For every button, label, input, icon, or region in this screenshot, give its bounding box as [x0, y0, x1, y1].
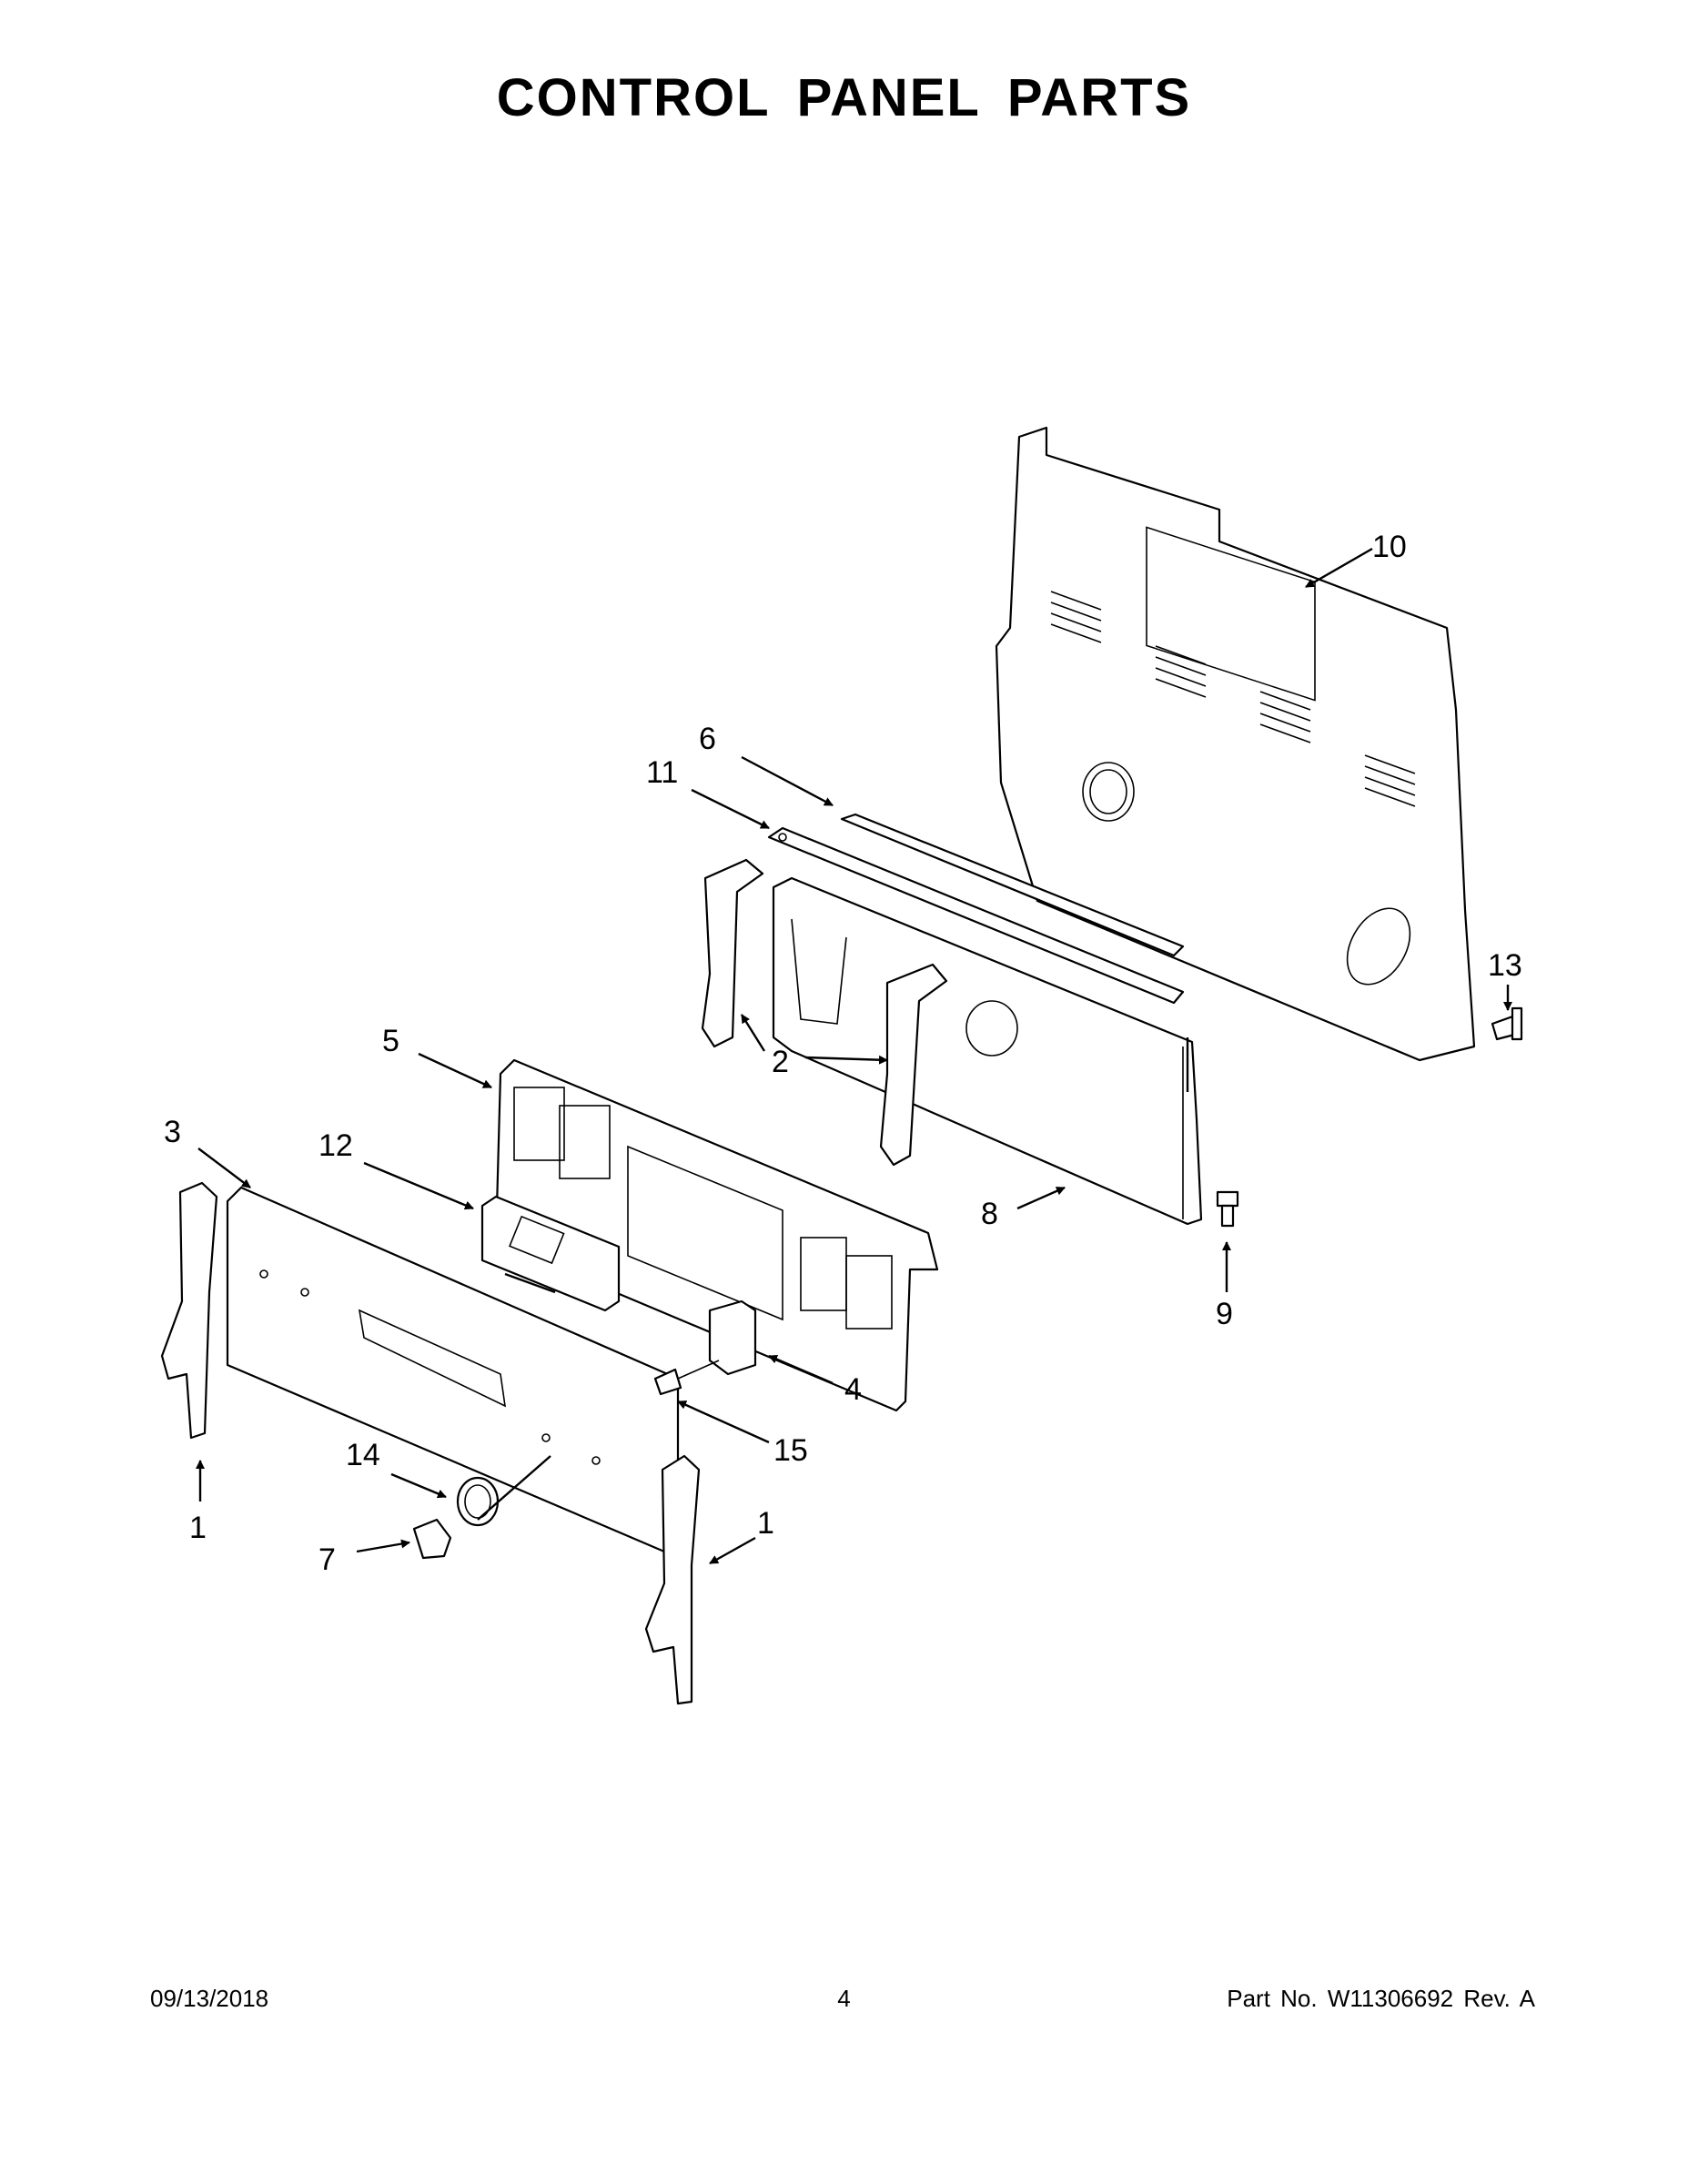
callout-8: 8	[981, 1197, 998, 1231]
part-10-rear-panel	[995, 426, 1476, 1062]
footer-page-number: 4	[837, 1985, 851, 2012]
callout-13: 13	[1488, 948, 1522, 983]
footer-date: 09/13/2018	[150, 1985, 269, 2012]
callout-3: 3	[164, 1115, 181, 1149]
callout-1-right: 1	[757, 1506, 774, 1541]
part-2-end-brackets	[701, 858, 948, 1167]
leader-arrows	[196, 547, 1512, 1565]
callout-12: 12	[318, 1128, 353, 1163]
part-14-knob-bezel	[456, 1476, 500, 1527]
part-8-console-support	[772, 876, 1203, 1226]
callout-14: 14	[346, 1438, 380, 1472]
callout-4: 4	[844, 1372, 862, 1407]
part-1-right-endcap	[644, 1454, 701, 1705]
part-1-left-endcap	[160, 1181, 218, 1440]
part-6-11-brackets	[767, 813, 1185, 1005]
callout-11: 11	[646, 755, 678, 790]
callout-10: 10	[1372, 530, 1407, 564]
callout-15: 15	[773, 1433, 808, 1468]
callout-2: 2	[772, 1045, 789, 1079]
part-13-screw	[1491, 1006, 1523, 1041]
footer-part-number: Part No. W11306692 Rev. A	[1227, 1985, 1535, 2012]
part-12-control-board	[480, 1195, 621, 1312]
part-7-knob	[412, 1518, 452, 1560]
part-5-mounting-frame	[494, 1058, 939, 1412]
callout-1-left: 1	[189, 1511, 207, 1545]
part-9-screw	[1216, 1190, 1239, 1228]
callout-9: 9	[1216, 1297, 1233, 1331]
part-4-switch	[708, 1299, 757, 1376]
part-15-screw	[653, 1360, 720, 1396]
page-title: CONTROL PANEL PARTS	[496, 68, 1192, 127]
callout-7: 7	[318, 1542, 336, 1577]
callout-5: 5	[382, 1024, 399, 1058]
callout-6: 6	[699, 722, 716, 756]
